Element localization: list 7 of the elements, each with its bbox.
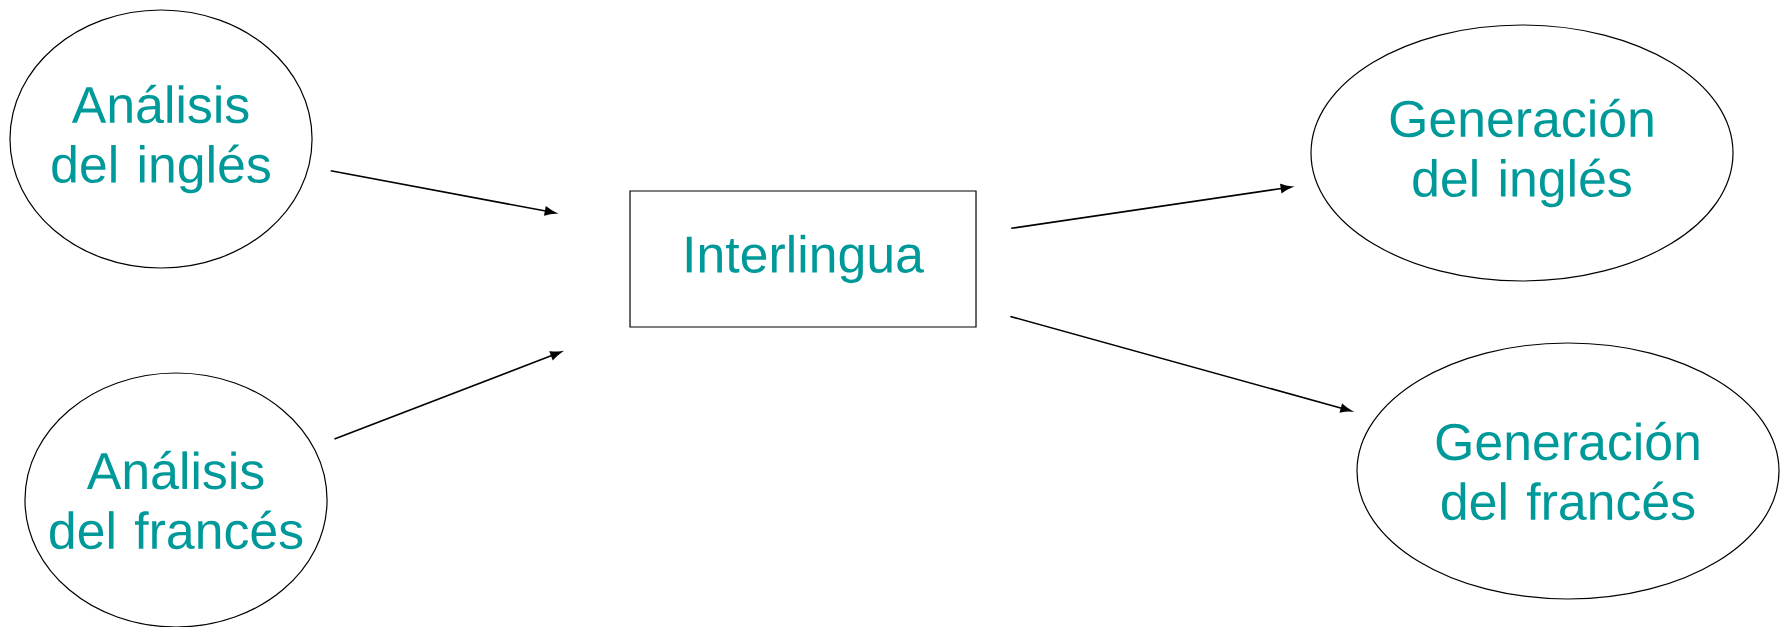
arrow [1009,315,1352,413]
ellipse-node: Generación del francés [1356,342,1780,600]
ellipse-node: Generación del inglés [1310,24,1734,282]
arrow [333,351,562,440]
ellipse-node: Análisis del inglés [9,9,313,269]
arrow [329,170,557,216]
process-box: Interlingua [629,190,977,328]
